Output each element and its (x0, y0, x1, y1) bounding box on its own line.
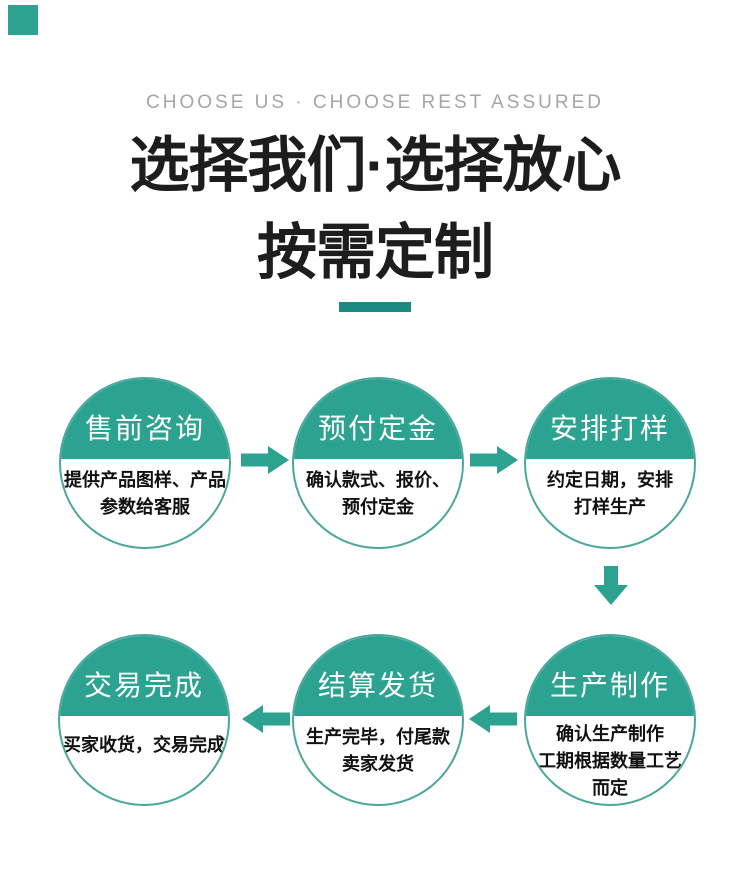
flow-step-description: 提供产品图样、产品 参数给客服 (61, 459, 229, 521)
arrow-left-icon (469, 705, 517, 733)
flow-step-deal-complete: 交易完成 买家收货，交易完成 (58, 634, 230, 806)
tagline: CHOOSE US · CHOOSE REST ASSURED (146, 92, 604, 113)
arrow-right-icon (241, 446, 289, 474)
flow-step-settle-ship: 结算发货 生产完毕，付尾款 卖家发货 (292, 634, 464, 806)
flow-step-line: 生产完毕，付尾款 (306, 727, 450, 747)
title-underline-bar (339, 302, 411, 312)
flow-step-title: 生产制作 (549, 670, 670, 701)
flow-step-line: 买家收货，交易完成 (63, 735, 225, 755)
page-title-line1: 选择我们·选择放心 (129, 132, 622, 199)
flow-step-arrange-sampling: 安排打样 约定日期，安排 打样生产 (524, 377, 696, 549)
arrow-left-icon (242, 705, 290, 733)
flow-step-description: 确认款式、报价、 预付定金 (294, 459, 462, 521)
flow-step-title-band: 安排打样 (526, 379, 694, 459)
flow-step-production: 生产制作 确认生产制作 工期根据数量工艺 而定 (524, 634, 696, 806)
flow-step-line: 约定日期，安排 (547, 470, 673, 490)
flow-step-line: 工期根据数量工艺 (538, 751, 682, 771)
flow-step-line: 参数给客服 (100, 497, 190, 517)
flow-step-line: 预付定金 (342, 497, 414, 517)
arrow-down-icon (594, 566, 628, 605)
flow-step-title-band: 预付定金 (294, 379, 462, 459)
flow-step-presale-consult: 售前咨询 提供产品图样、产品 参数给客服 (59, 377, 231, 549)
flow-step-line: 确认生产制作 (556, 724, 664, 744)
page-title: 选择我们·选择放心 按需定制 (0, 122, 750, 296)
flow-step-line: 卖家发货 (342, 754, 414, 774)
flow-step-line: 确认款式、报价、 (306, 470, 450, 490)
flow-step-title-band: 结算发货 (294, 636, 462, 716)
flow-step-description: 买家收货，交易完成 (60, 716, 228, 759)
flow-step-line: 而定 (592, 778, 628, 798)
flow-step-prepay-deposit: 预付定金 确认款式、报价、 预付定金 (292, 377, 464, 549)
flow-step-title: 预付定金 (317, 413, 438, 444)
flow-step-description: 约定日期，安排 打样生产 (526, 459, 694, 521)
arrow-right-icon (470, 446, 518, 474)
flow-step-title: 结算发货 (317, 670, 438, 701)
flow-step-title: 售前咨询 (84, 413, 205, 444)
corner-accent-square (8, 5, 38, 35)
flow-step-title-band: 交易完成 (60, 636, 228, 716)
flow-step-line: 打样生产 (574, 497, 646, 517)
flow-step-line: 提供产品图样、产品 (64, 470, 226, 490)
flow-step-description: 确认生产制作 工期根据数量工艺 而定 (526, 716, 694, 802)
flow-step-title-band: 售前咨询 (61, 379, 229, 459)
flow-step-description: 生产完毕，付尾款 卖家发货 (294, 716, 462, 778)
flow-step-title-band: 生产制作 (526, 636, 694, 716)
flow-step-title: 交易完成 (83, 670, 204, 701)
flow-step-title: 安排打样 (549, 413, 670, 444)
page-title-line2: 按需定制 (257, 219, 494, 286)
